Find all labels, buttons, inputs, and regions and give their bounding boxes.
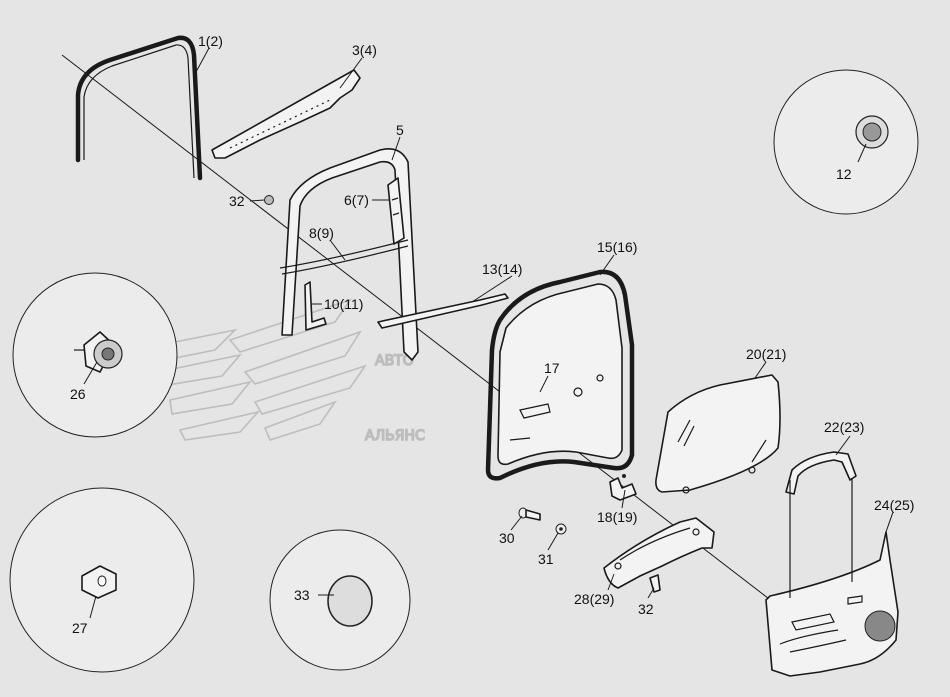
part-27-clip xyxy=(81,565,117,599)
part-12-grommet xyxy=(855,115,889,149)
label-part-27: 27 xyxy=(72,620,88,636)
part-3-glass-run-strip xyxy=(211,69,361,159)
label-part-8: 8(9) xyxy=(309,225,334,241)
label-part-33: 33 xyxy=(294,587,310,603)
label-part-32-bottom: 32 xyxy=(638,601,654,617)
label-part-26: 26 xyxy=(70,386,86,402)
part-6-vertical-channel xyxy=(387,177,405,245)
watermark-emblem xyxy=(156,298,367,441)
label-part-17: 17 xyxy=(544,360,560,376)
part-32-pin-bottom xyxy=(649,574,661,593)
watermark-line1: АВТО xyxy=(375,353,414,369)
label-part-28: 28(29) xyxy=(574,591,614,607)
detail-circle-12 xyxy=(773,69,919,215)
part-20-door-glass xyxy=(655,374,781,494)
assembly-axis-line xyxy=(61,54,791,616)
label-part-5: 5 xyxy=(396,122,404,138)
part-26-roller xyxy=(74,331,123,373)
part-15-door-seal xyxy=(485,269,635,481)
part-22-grab-handle xyxy=(785,451,857,495)
part-32-nut-top xyxy=(264,195,274,205)
label-part-10: 10(11) xyxy=(324,296,363,312)
part-30-bolt xyxy=(518,507,541,521)
label-part-15: 15(16) xyxy=(597,239,637,255)
label-part-13: 13(14) xyxy=(482,261,522,277)
part-labels: 1(2) 3(4) 5 6(7) 32 8(9) 10(11) 13(14) 1… xyxy=(70,33,914,636)
label-part-20: 20(21) xyxy=(746,346,786,362)
part-13-belt-molding xyxy=(377,293,509,329)
label-part-30: 30 xyxy=(499,530,515,546)
label-part-32-top: 32 xyxy=(229,193,245,209)
part-1-window-channel xyxy=(75,35,203,181)
label-part-24: 24(25) xyxy=(874,497,914,513)
part-28-armrest-bracket xyxy=(603,517,715,589)
label-part-22: 22(23) xyxy=(824,419,864,435)
label-part-3: 3(4) xyxy=(352,42,377,58)
part-24-door-trim-panel xyxy=(765,478,899,677)
part-5-door-frame xyxy=(279,148,419,361)
label-part-18: 18(19) xyxy=(597,509,637,525)
label-part-12: 12 xyxy=(836,166,852,182)
watermark-line2: АЛЬЯНС xyxy=(365,428,425,444)
part-33-plug xyxy=(327,575,373,627)
part-31-washer xyxy=(555,523,567,535)
label-part-31: 31 xyxy=(538,551,554,567)
label-part-6: 6(7) xyxy=(344,192,369,208)
leader-lines xyxy=(83,47,894,619)
watermark-logo: АВТО АЛЬЯНС xyxy=(156,298,426,445)
part-10-bracket xyxy=(304,281,327,331)
label-part-1: 1(2) xyxy=(198,33,223,49)
part-17-inner-panel xyxy=(497,283,623,466)
part-18-hinge-bracket xyxy=(609,474,637,501)
